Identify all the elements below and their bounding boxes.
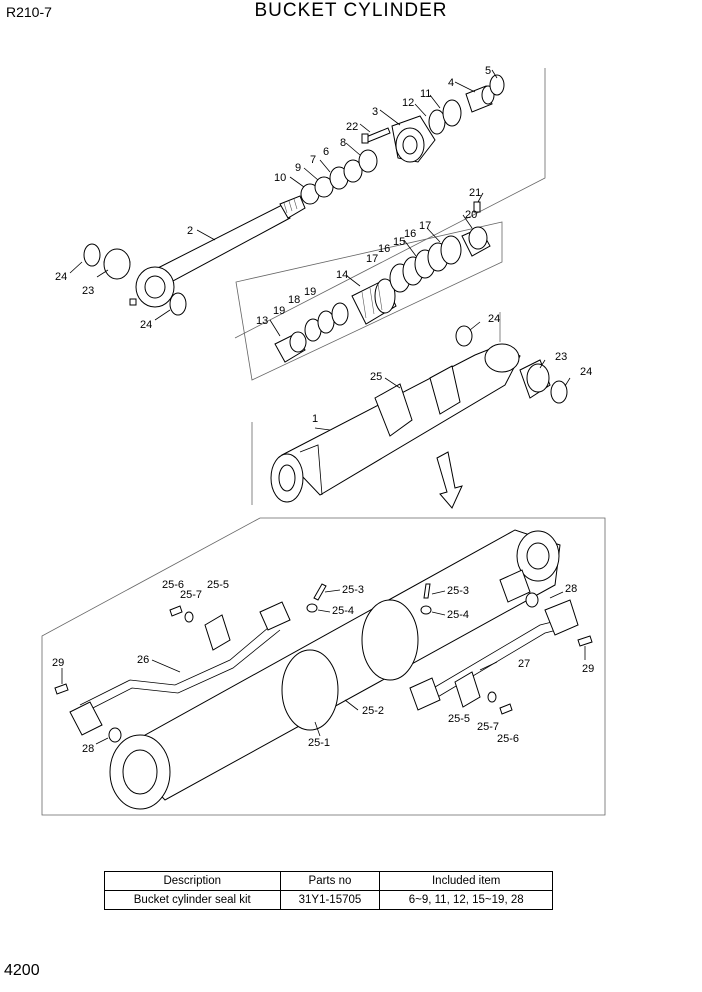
rod-cover <box>391 115 436 163</box>
table-row: Bucket cylinder seal kit 31Y1-15705 6~9,… <box>104 890 553 910</box>
o-ring-28b <box>525 592 539 608</box>
callout-25-6b: 25-6 <box>497 733 519 745</box>
leader-lines <box>61 69 586 745</box>
set-screw <box>473 201 481 213</box>
callout-10: 10 <box>274 172 286 184</box>
callout-25-4b: 25-4 <box>447 609 469 621</box>
callout-19b: 19 <box>304 286 316 298</box>
callout-24b: 24 <box>140 319 152 331</box>
backup-ring <box>442 99 462 127</box>
callout-3: 3 <box>372 106 378 118</box>
callout-6: 6 <box>323 146 329 158</box>
callout-25-5: 25-5 <box>207 579 229 591</box>
callout-9: 9 <box>295 162 301 174</box>
callout-28: 28 <box>82 743 94 755</box>
callout-29b: 29 <box>582 663 594 675</box>
small-bolts <box>54 583 593 715</box>
piston-nut <box>461 226 491 257</box>
snap-ring-2 <box>169 292 187 316</box>
callout-11: 11 <box>420 88 431 100</box>
callout-24c: 24 <box>488 313 500 325</box>
callout-23: 23 <box>82 285 94 297</box>
tube-clamp-25 <box>374 365 461 437</box>
callout-1: 1 <box>312 413 318 425</box>
tube-group-frame <box>251 312 501 505</box>
callout-8: 8 <box>340 137 346 149</box>
cell-description: Bucket cylinder seal kit <box>104 890 281 910</box>
header-included-item: Included item <box>379 871 553 891</box>
callout-4: 4 <box>448 77 454 89</box>
cushion-ring <box>274 331 307 363</box>
callout-25-3b: 25-3 <box>447 585 469 597</box>
lower-assembly-frame <box>41 517 606 816</box>
callout-18: 18 <box>288 294 300 306</box>
callout-13: 13 <box>256 315 268 327</box>
callout-24: 24 <box>55 271 67 283</box>
gland-seal-stack <box>300 149 378 205</box>
piston <box>351 278 397 325</box>
callout-20: 20 <box>465 209 477 221</box>
pipe-clamp-25-5 <box>204 614 481 708</box>
callout-25-7b: 25-7 <box>477 721 499 733</box>
assembled-cylinder <box>109 529 561 810</box>
callout-14: 14 <box>336 269 348 281</box>
callout-17: 17 <box>366 253 378 265</box>
callout-25-6: 25-6 <box>162 579 184 591</box>
piston-rod <box>129 195 306 308</box>
callout-5: 5 <box>485 65 491 77</box>
upper-group-frame <box>234 68 546 339</box>
callout-21: 21 <box>469 187 481 199</box>
page-title: BUCKET CYLINDER <box>254 0 448 21</box>
callout-29: 29 <box>52 657 64 669</box>
callout-24d: 24 <box>580 366 592 378</box>
piston-seal-19b <box>331 302 349 326</box>
callout-25-7: 25-7 <box>180 589 202 601</box>
retaining-ring <box>489 74 505 96</box>
callout-12: 12 <box>402 97 414 109</box>
callout-23b: 23 <box>555 351 567 363</box>
callout-27: 27 <box>518 658 530 670</box>
callout-25-3: 25-3 <box>342 584 364 596</box>
callout-7: 7 <box>310 154 316 166</box>
snap-ring-24b <box>550 380 568 404</box>
eye-bushing-23 <box>519 359 551 399</box>
piston-ring-17b <box>440 235 462 265</box>
callout-22: 22 <box>346 121 358 133</box>
cell-parts-no: 31Y1-15705 <box>279 890 381 910</box>
callout-25-1: 25-1 <box>308 737 330 749</box>
hex-bolt <box>361 127 391 144</box>
seal-kit-table: Description Parts no Included item Bucke… <box>104 871 553 910</box>
callout-26: 26 <box>137 654 149 666</box>
header-parts-no: Parts no <box>279 871 381 891</box>
callout-28b: 28 <box>565 583 577 595</box>
middle-group-frame <box>235 221 503 381</box>
pipe-26 <box>69 621 281 736</box>
washers <box>184 603 497 703</box>
callout-25-2: 25-2 <box>362 705 384 717</box>
rod-eye-bushing <box>103 248 131 280</box>
header-description: Description <box>104 871 281 891</box>
flange-blocks <box>259 569 531 711</box>
model-code: R210-7 <box>6 4 52 20</box>
callout-25-4: 25-4 <box>332 605 354 617</box>
callout-17b: 17 <box>419 220 431 232</box>
callout-16: 16 <box>378 243 390 255</box>
assembly-arrow <box>436 451 463 509</box>
callout-labels: 1 2 3 4 5 6 7 8 9 10 11 12 13 14 15 16 1… <box>52 65 594 755</box>
cell-included-item: 6~9, 11, 12, 15~19, 28 <box>379 890 553 910</box>
tube-bands <box>281 599 419 731</box>
callout-19: 19 <box>273 305 285 317</box>
callout-15: 15 <box>393 236 405 248</box>
snap-ring <box>83 243 101 267</box>
callout-25-5b: 25-5 <box>448 713 470 725</box>
o-ring-28a <box>108 727 122 743</box>
callout-25: 25 <box>370 371 382 383</box>
callout-2: 2 <box>187 225 193 237</box>
page-number: 4200 <box>4 962 40 979</box>
snap-ring-24c <box>455 325 473 347</box>
callout-16b: 16 <box>404 228 416 240</box>
table-header-row: Description Parts no Included item <box>104 871 553 891</box>
